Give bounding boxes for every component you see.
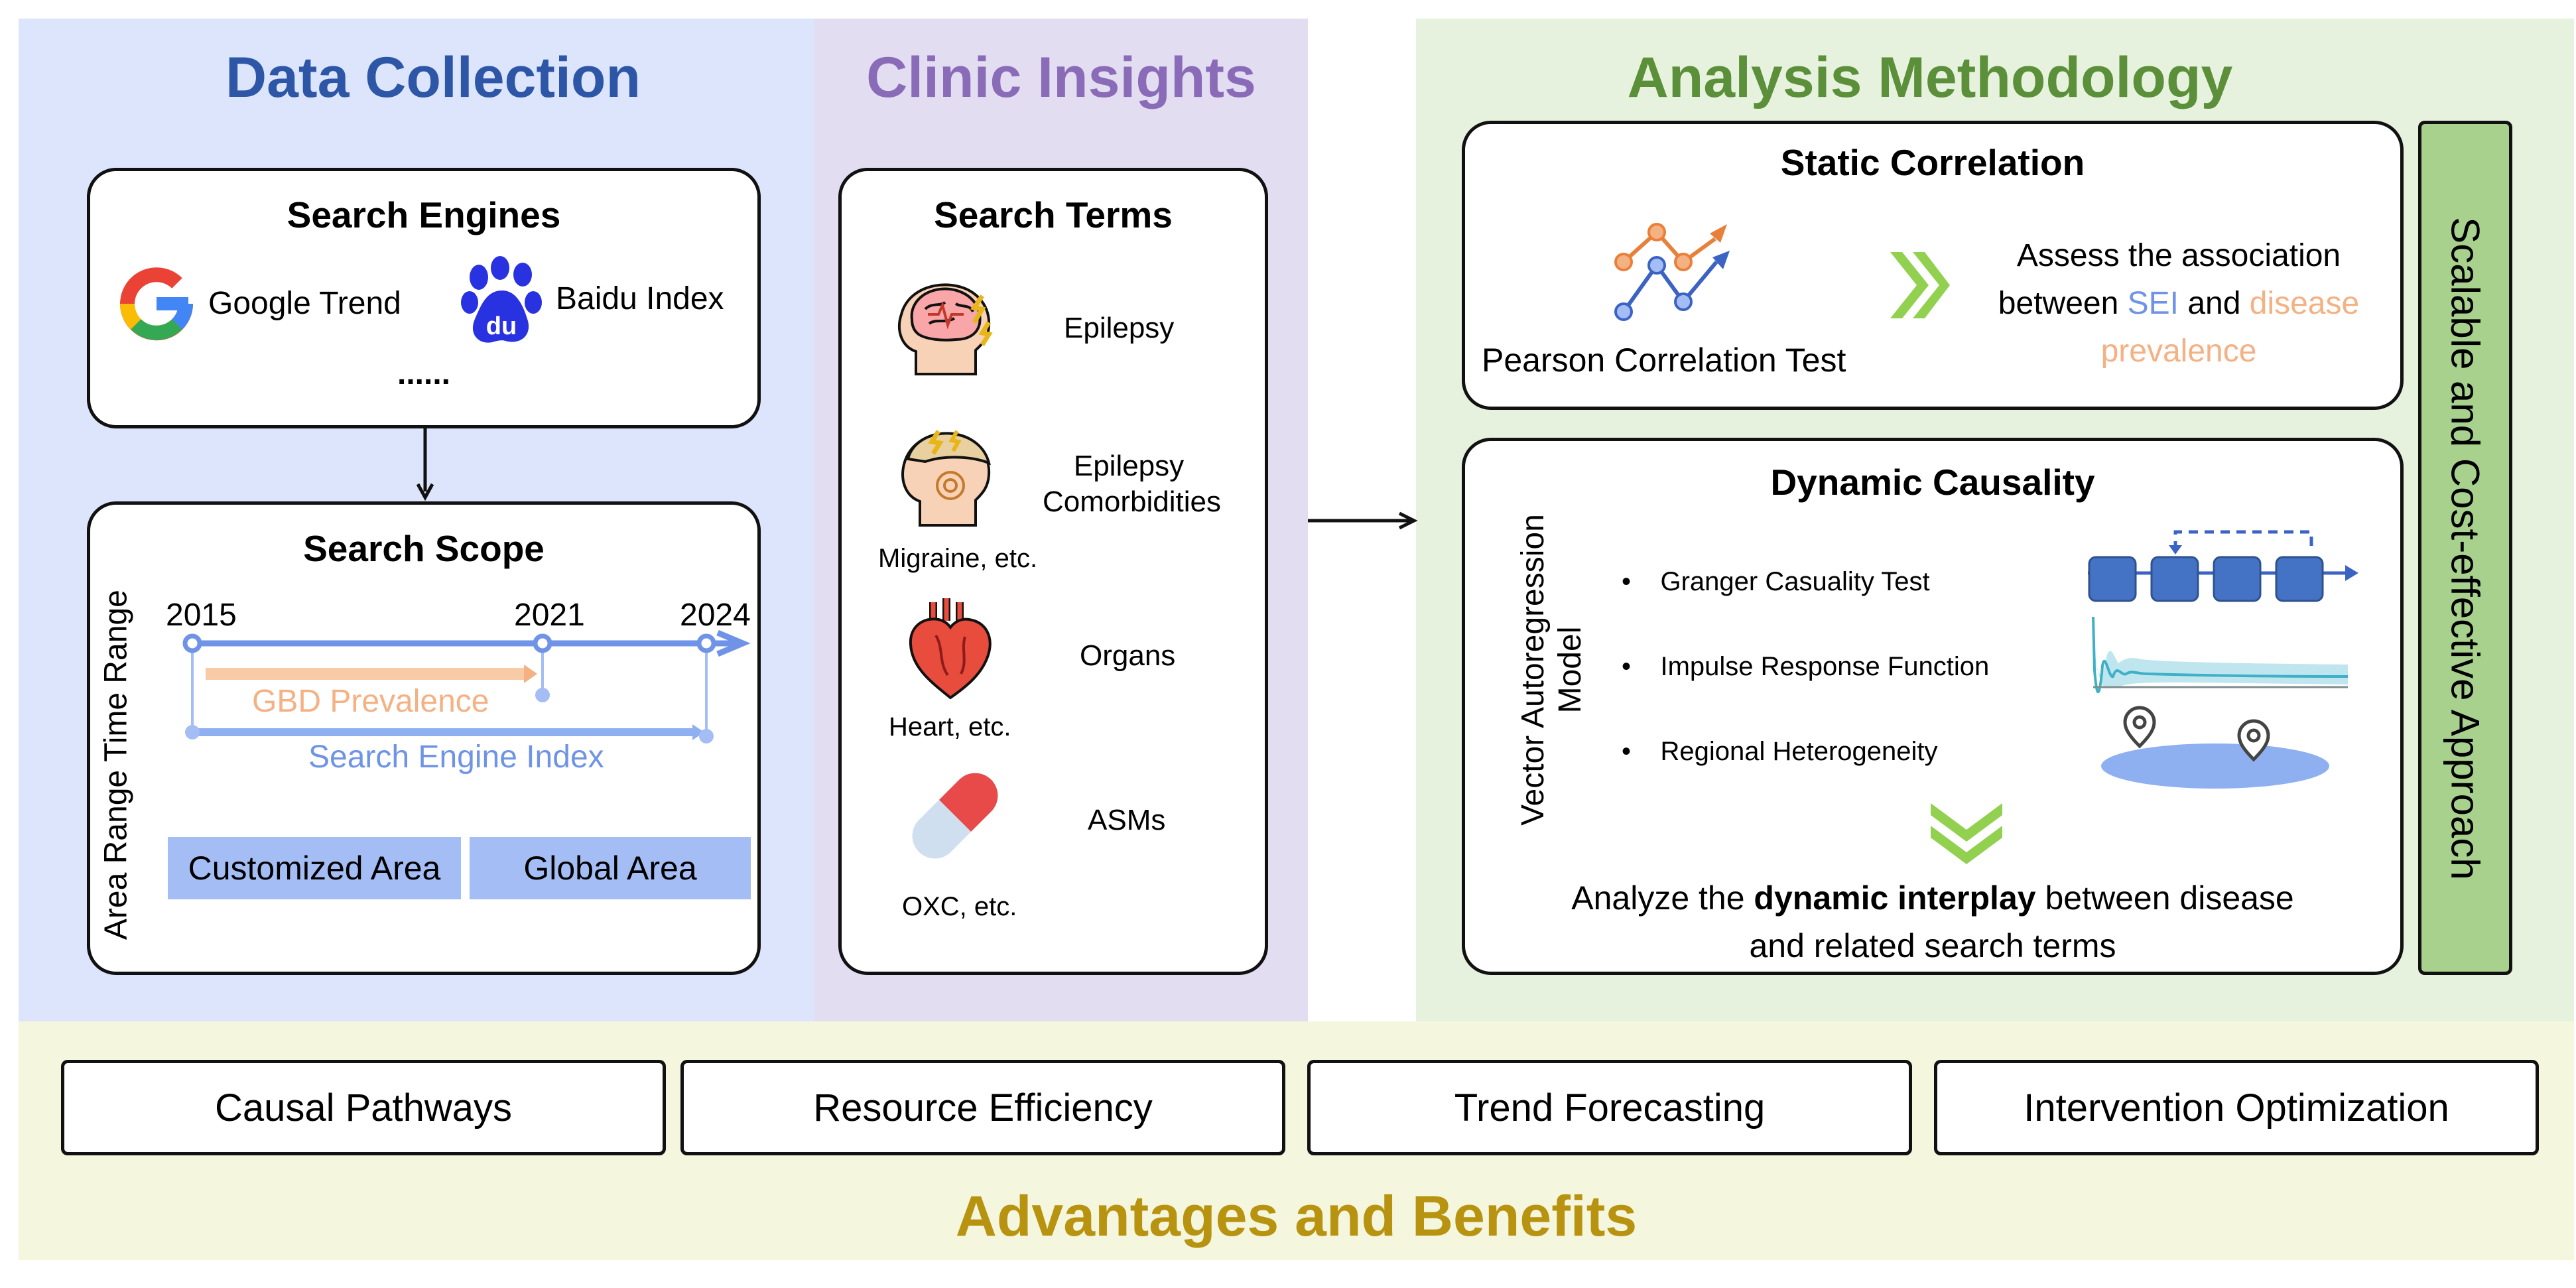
assess-line2: between SEI and disease [1973,280,2384,328]
dynamic-causality-box: Dynamic Causality [1462,438,2404,975]
google-logo-icon [120,267,194,341]
area-range-label: Area Range [98,769,134,940]
analyze-bold: dynamic interplay [1754,879,2036,917]
global-area-tag: Global Area [470,837,751,899]
analyze-pre: Analyze the [1571,879,1754,917]
baidu-logo-icon: du [461,256,542,343]
advantages-title: Advantages and Benefits [955,1185,1638,1248]
impulse-response-icon [2092,616,2349,694]
search-terms-title: Search Terms [934,194,1173,235]
sei-term: SEI [2127,286,2179,321]
scalable-approach-bar: Scalable and Cost-effective Approach [2418,121,2512,975]
epilepsy-term: Epilepsy [1064,312,1175,344]
insights-to-analysis-arrow [1308,511,1418,530]
year-2021: 2021 [514,598,585,633]
scalable-approach-label: Scalable and Cost-effective Approach [2443,217,2488,880]
migraine-caption: Migraine, etc. [878,544,1038,573]
assess-line1: Assess the association [2016,238,2341,273]
clinic-insights-title: Clinic Insights [866,46,1256,109]
oxc-caption: OXC, etc. [902,892,1017,921]
year-2015: 2015 [166,598,237,633]
static-correlation-title: Static Correlation [1780,142,2085,183]
comorbidities-term-text: Epilepsy Comorbidities [1043,450,1221,518]
bullet-impulse-text: Impulse Response Function [1660,652,1990,681]
between-text: between [1998,286,2128,321]
benefit-trend-forecasting: Trend Forecasting [1307,1060,1912,1155]
analyze-post: between disease [2035,879,2294,917]
bullet-granger: • Granger Casuality Test [1622,567,1930,596]
time-range-label: Time Range [98,590,134,762]
regional-map-icon [2101,706,2329,789]
more-ellipsis: ...... [397,356,450,391]
benefit-intervention-optimization: Intervention Optimization [1934,1060,2539,1155]
year-2024: 2024 [680,598,751,633]
heart-organ-icon [909,598,992,700]
google-trend-label: Google Trend [208,286,401,321]
analyze-line1: Analyze the dynamic interplay between di… [1462,874,2404,922]
double-chevron-right-icon [1890,252,1950,318]
var-model-line2: Model [1553,626,1588,714]
analyze-text: Analyze the dynamic interplay between di… [1462,874,2404,970]
prevalence-term: prevalence [2100,334,2257,369]
gbd-prevalence-label: GBD Prevalence [252,684,489,719]
data-collection-title: Data Collection [225,46,641,109]
migraine-head-icon [901,430,991,527]
var-model-label: Vector Autoregression Model [1515,497,1589,842]
var-model-line1: Vector Autoregression [1515,514,1551,826]
organs-term: Organs [1080,639,1176,672]
assess-text: Assess the association between SEI and d… [1973,232,2384,375]
engines-to-scope-arrow [416,428,434,501]
search-engines-title: Search Engines [287,194,561,235]
disease-term: disease [2249,286,2360,321]
benefit-resource-efficiency: Resource Efficiency [680,1060,1285,1155]
brain-head-icon [898,283,993,375]
benefit-causal-pathways: Causal Pathways [61,1060,666,1155]
search-engines-box: Search Engines Google Trend du Baidu Ind… [87,168,761,428]
analysis-methodology-title: Analysis Methodology [1627,46,2233,109]
comorbidities-term: Epilepsy Comorbidities [1043,448,1221,520]
search-engine-index-label: Search Engine Index [308,740,604,775]
dynamic-causality-title: Dynamic Causality [1770,462,2095,503]
heart-caption: Heart, etc. [889,712,1011,741]
pearson-label: Pearson Correlation Test [1482,342,1846,379]
bullet-regional: • Regional Heterogeneity [1622,737,1938,766]
asms-term: ASMs [1088,804,1166,836]
analyze-line2: and related search terms [1749,927,2116,964]
timeline-graphic [182,629,751,743]
baidu-index-label: Baidu Index [556,281,724,316]
svg-text:du: du [486,312,517,340]
correlation-chart-icon [1614,223,1730,321]
search-scope-title: Search Scope [303,528,545,569]
bullet-impulse: • Impulse Response Function [1622,652,1990,681]
bullet-regional-text: Regional Heterogeneity [1660,737,1938,766]
bullet-granger-text: Granger Casuality Test [1660,567,1930,596]
double-chevron-down-icon [1931,803,2002,864]
granger-sequence-icon [2088,530,2358,602]
pill-capsule-icon [912,773,998,859]
customized-area-tag: Customized Area [168,837,461,899]
and-text: and [2178,286,2250,321]
